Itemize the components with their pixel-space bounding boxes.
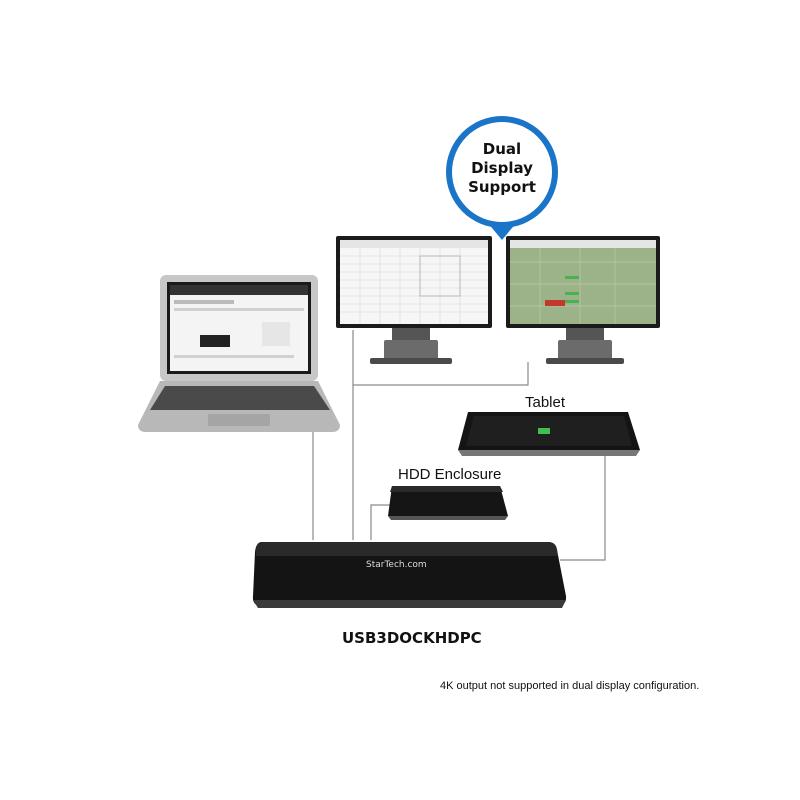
product-model-label: USB3DOCKHDPC — [342, 629, 482, 647]
tablet-label: Tablet — [525, 394, 566, 411]
hdd-enclosure-label: HDD Enclosure — [398, 466, 502, 483]
tablet-connection-line — [560, 455, 606, 561]
dual-display-badge — [446, 116, 558, 240]
badge-label: Dual Display Support — [462, 140, 542, 197]
badge-line-2: Display — [471, 159, 533, 177]
hdd-enclosure — [388, 486, 508, 520]
connection-lines — [312, 330, 606, 561]
hdd-connection-line — [370, 504, 390, 540]
tablet — [458, 412, 640, 456]
laptop — [138, 275, 340, 432]
docking-station — [252, 542, 567, 608]
monitor-right-connection-line — [353, 362, 529, 386]
monitor-left — [336, 236, 492, 364]
footnote-text: 4K output not supported in dual display … — [440, 680, 700, 692]
monitor-right — [506, 236, 660, 364]
badge-line-1: Dual — [482, 140, 522, 158]
badge-line-3: Support — [468, 178, 536, 196]
dock-brand-logo: StarTech.com — [366, 560, 427, 570]
